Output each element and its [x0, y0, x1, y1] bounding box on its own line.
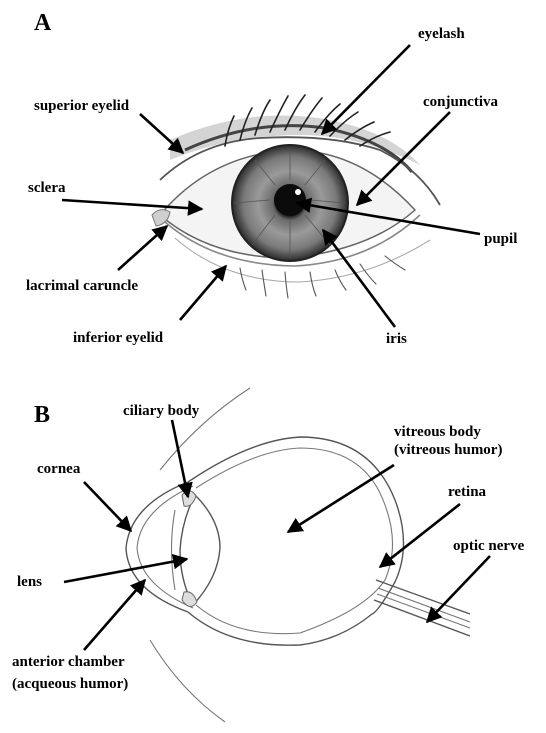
label-inferior-eyelid: inferior eyelid — [73, 330, 164, 346]
label-anterior-chamber-2: (acqueous humor) — [12, 676, 128, 692]
external-eye-drawing — [152, 95, 440, 298]
label-optic-nerve: optic nerve — [453, 538, 525, 554]
optic-nerve-arrow — [427, 556, 490, 622]
label-pupil: pupil — [484, 231, 517, 247]
label-lacrimal-caruncle: lacrimal caruncle — [26, 278, 138, 294]
conjunctiva-arrow — [357, 112, 450, 205]
label-lens: lens — [17, 574, 42, 590]
cornea-arrow — [84, 482, 131, 531]
lens-arrow — [64, 559, 187, 582]
panel-a-letter: A — [34, 10, 52, 36]
inferior-eyelid-arrow — [180, 266, 226, 320]
superior-eyelid-arrow — [140, 114, 183, 153]
lacrimal-caruncle-arrow — [118, 226, 167, 270]
label-conjunctiva: conjunctiva — [423, 94, 499, 110]
label-superior-eyelid: superior eyelid — [34, 98, 130, 114]
label-cornea: cornea — [37, 461, 81, 477]
label-vitreous-body-2: (vitreous humor) — [394, 442, 502, 458]
label-retina: retina — [448, 484, 487, 500]
label-eyelash: eyelash — [418, 26, 465, 42]
panel-b: B — [12, 388, 525, 722]
pupil-shape — [274, 184, 306, 216]
label-iris: iris — [386, 331, 407, 347]
label-vitreous-body-1: vitreous body — [394, 424, 481, 440]
label-sclera: sclera — [28, 180, 66, 196]
label-anterior-chamber-1: anterior chamber — [12, 654, 125, 670]
eyelash-arrow — [322, 45, 410, 134]
panel-a: A — [26, 10, 517, 347]
panel-b-letter: B — [34, 402, 50, 428]
anterior-chamber-arrow — [84, 580, 145, 650]
vitreous-body-arrow — [288, 465, 394, 532]
label-ciliary-body: ciliary body — [123, 403, 200, 419]
